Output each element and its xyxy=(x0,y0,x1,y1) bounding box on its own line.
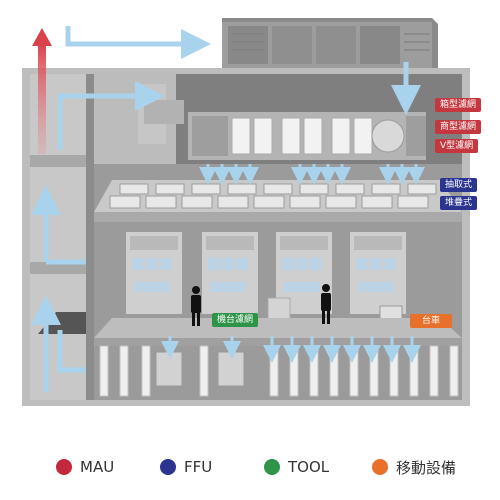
worker-figure-1 xyxy=(191,286,201,326)
legend-label: MAU xyxy=(80,458,115,476)
tool-1 xyxy=(126,232,182,314)
mau-exhaust-arrow xyxy=(32,28,52,154)
ffu-downflow-arrows xyxy=(161,164,425,363)
stacked-type-tag: 堆疊式 xyxy=(440,196,478,210)
tool-4 xyxy=(350,232,406,314)
legend-item-ffu: FFU xyxy=(160,452,212,482)
building-cross-section xyxy=(22,18,470,406)
legend-item-mau: MAU xyxy=(56,452,114,482)
mau-color-dot xyxy=(56,459,72,475)
legend-label: 移動設備 xyxy=(396,458,457,477)
extraction-type-tag: 抽取式 xyxy=(440,178,478,192)
worker-figure-2 xyxy=(321,284,331,324)
tool-2 xyxy=(202,232,258,314)
process-tools xyxy=(126,232,406,335)
tool-color-dot xyxy=(264,459,280,475)
legend-label: TOOL xyxy=(288,458,330,476)
ffu-ceiling-grid xyxy=(94,180,462,222)
raised-floor xyxy=(94,318,462,346)
legend-item-tool: TOOL xyxy=(264,452,329,482)
ffu-color-dot xyxy=(160,459,176,475)
rooftop-air-handler xyxy=(222,18,438,68)
commercial-filter-tag: 商型濾網 xyxy=(435,120,482,134)
v-filter-tag: V型濾網 xyxy=(435,139,479,153)
airflow-arrows xyxy=(31,26,421,392)
legend-item-mobile-equipment: 移動設備 xyxy=(372,452,456,482)
machine-filter-tag: 機台濾網 xyxy=(212,313,259,327)
shaft-grating xyxy=(38,312,86,334)
legend-label: FFU xyxy=(184,458,213,476)
mobile-color-dot xyxy=(372,459,388,475)
cart-tag: 台車 xyxy=(410,314,453,328)
box-filter-tag: 箱型濾網 xyxy=(435,98,482,112)
legend: MAU FFU TOOL 移動設備 xyxy=(0,452,500,482)
